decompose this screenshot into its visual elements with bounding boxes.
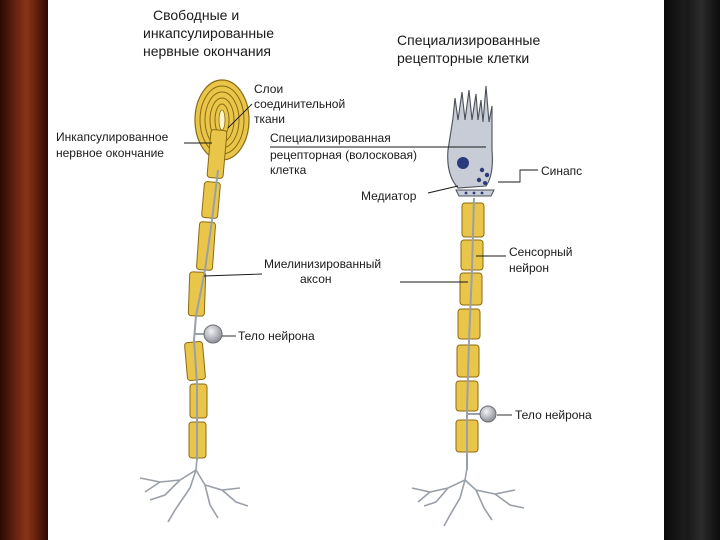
right-curtain-fold bbox=[686, 0, 720, 540]
label-layers-line3: ткани bbox=[254, 112, 285, 126]
label-encap-line1: Инкапсулированное bbox=[56, 130, 169, 144]
right-terminal-branches bbox=[411, 467, 525, 527]
heading-spec-line2: рецепторные клетки bbox=[397, 50, 529, 66]
heading-free-line2: инкапсулированные bbox=[143, 25, 274, 41]
label-sensory-line1: Сенсорный bbox=[509, 245, 572, 259]
label-axon-line1: Миелинизированный bbox=[264, 257, 381, 271]
hair-receptor-cell bbox=[447, 85, 493, 189]
label-receptor-line3: клетка bbox=[270, 163, 307, 177]
heading-spec-line1: Специализированные bbox=[397, 32, 540, 48]
left-curtain bbox=[0, 0, 48, 540]
label-receptor-line2: рецепторная (волосковая) bbox=[270, 148, 417, 162]
label-body-left: Тело нейрона bbox=[238, 329, 315, 343]
label-layers-line1: Слои bbox=[254, 82, 283, 96]
left-neuron bbox=[139, 79, 250, 523]
leader-lines bbox=[184, 103, 538, 416]
heading-free-line1: Свободные и bbox=[153, 7, 239, 23]
label-receptor-line1: Специализированная bbox=[270, 131, 391, 145]
synapse-region bbox=[455, 189, 495, 197]
left-neuron-body bbox=[194, 324, 223, 344]
right-neuron bbox=[411, 85, 525, 527]
diagram-panel bbox=[48, 0, 664, 540]
label-body-right: Тело нейрона bbox=[515, 408, 592, 422]
label-axon-line2: аксон bbox=[300, 272, 332, 286]
label-sensory-line2: нейрон bbox=[509, 261, 549, 275]
heading-free-line3: нервные окончания bbox=[143, 43, 271, 59]
left-terminal-branches bbox=[139, 457, 249, 523]
label-mediator: Медиатор bbox=[361, 189, 417, 203]
label-synapse: Синапс bbox=[541, 164, 582, 178]
right-neuron-body bbox=[467, 405, 497, 423]
label-layers-line2: соединительной bbox=[254, 97, 345, 111]
left-myelin-sheath bbox=[184, 129, 228, 459]
label-encap-line2: нервное окончание bbox=[56, 146, 164, 160]
